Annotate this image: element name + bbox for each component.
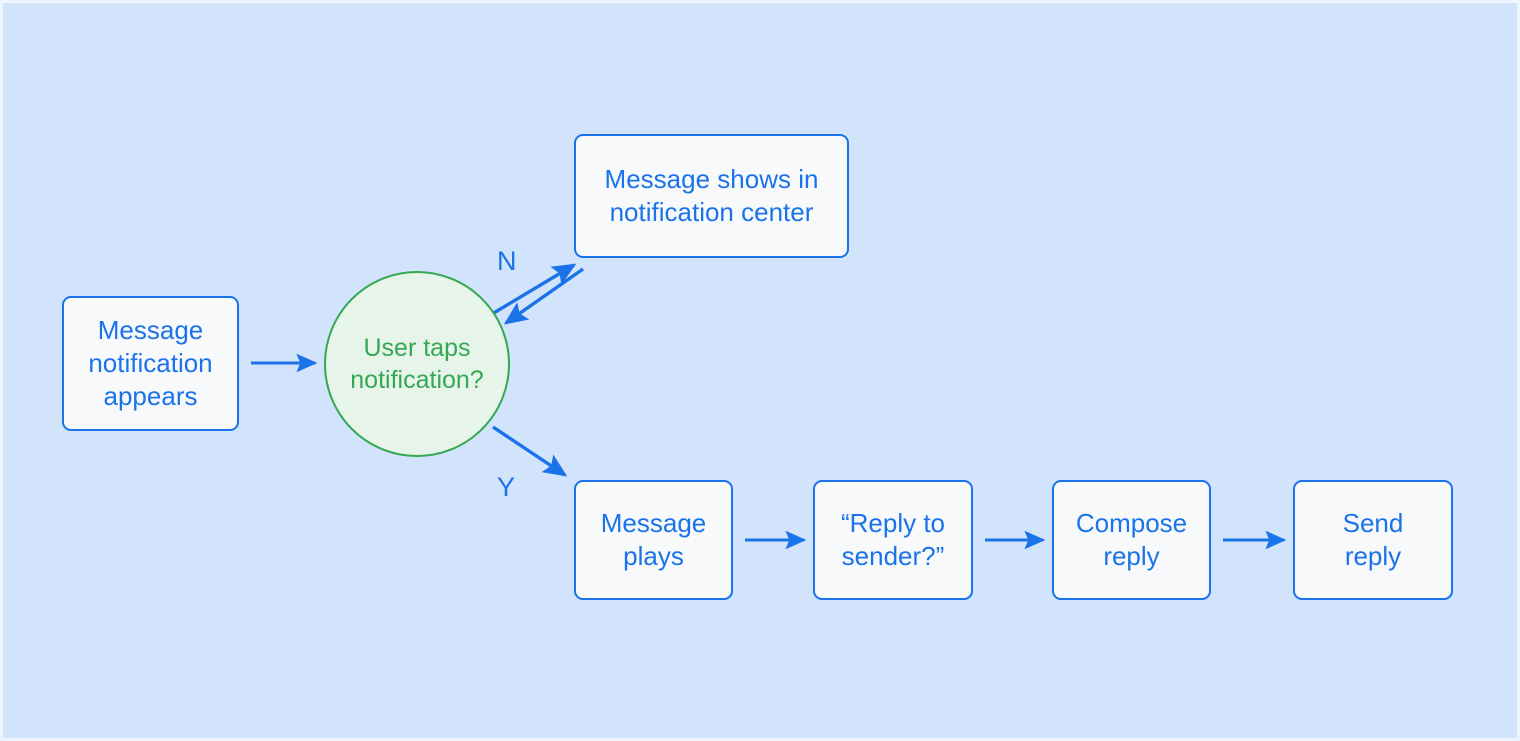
node-message-shows-in-notification-center[interactable]: Message shows in notification center (574, 134, 849, 258)
node-user-taps-notification[interactable]: User taps notification? (324, 271, 510, 457)
edge-notification-center-to-decision (503, 267, 584, 325)
node-message-notification-appears[interactable]: Message notification appears (62, 296, 239, 431)
node-send-reply[interactable]: Send reply (1293, 480, 1453, 600)
node-reply-to-sender[interactable]: “Reply to sender?” (813, 480, 973, 600)
node-message-plays[interactable]: Message plays (574, 480, 733, 600)
edge-decision-to-message-plays (492, 425, 568, 477)
node-compose-reply[interactable]: Compose reply (1052, 480, 1211, 600)
edge-label-branch-no: N (497, 246, 517, 276)
edge-label-branch-yes: Y (497, 472, 516, 502)
